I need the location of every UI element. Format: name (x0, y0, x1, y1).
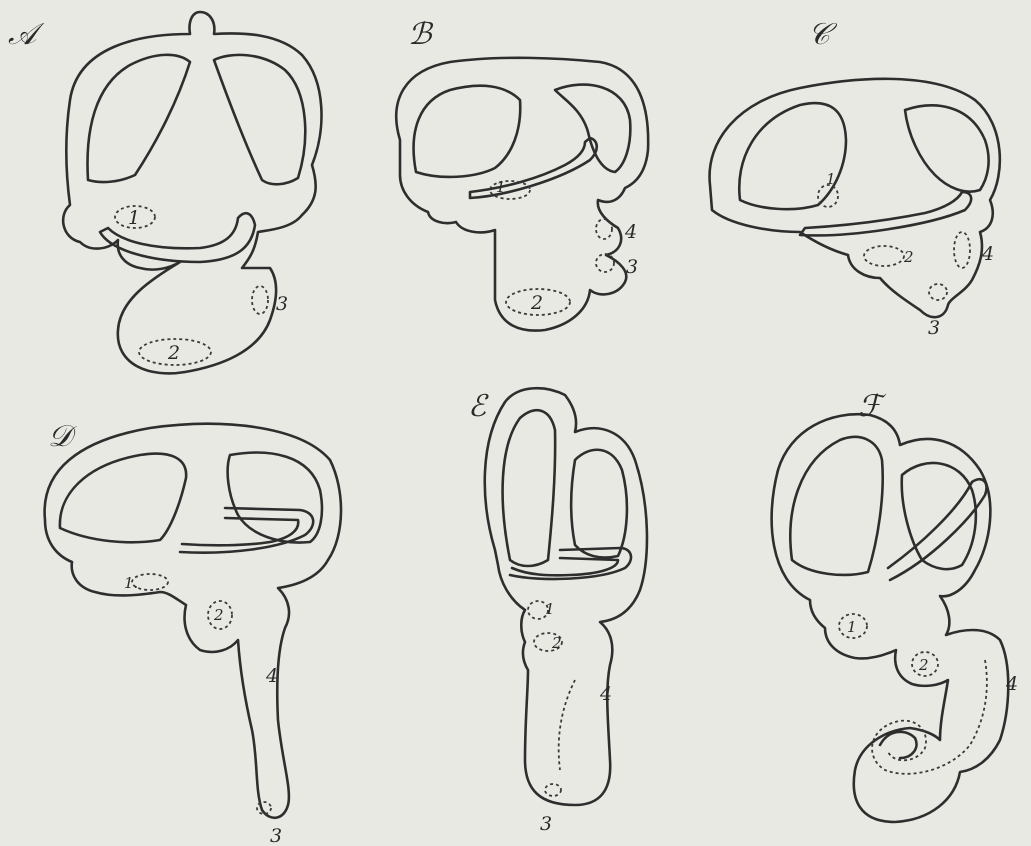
panel-c-label-3: 3 (928, 317, 940, 339)
panel-d: 𝒟 1. 2 4 3 (45, 419, 341, 846)
panel-d-outer-outline (45, 424, 341, 818)
panel-c-letter: 𝒞 (808, 17, 838, 52)
panel-a-left-canal-lumen (87, 55, 190, 182)
panel-b-spot-4 (596, 219, 612, 239)
panel-a: 𝒜 1 2 3 (8, 12, 321, 373)
panel-c-label-1: 1 (826, 170, 836, 188)
panel-e-horizontal-canal (510, 548, 631, 579)
panel-e-spot-3 (545, 784, 561, 796)
panel-b-spot-3 (596, 254, 614, 272)
panel-e-letter: ℰ (468, 389, 489, 424)
panel-d-label-3: 3 (270, 825, 282, 846)
panel-d-label-4: 4 (265, 665, 278, 687)
panel-e-label-2: 2 (551, 634, 562, 652)
panel-b-label-3: 3 (626, 256, 638, 278)
panel-e-right-canal-lumen (571, 450, 627, 558)
panel-e: ℰ 1 2 4 3 (468, 388, 647, 835)
panel-a-label-3: 3 (276, 293, 288, 315)
panel-a-spot-3 (252, 286, 268, 314)
panel-d-label-1: 1. (124, 574, 138, 592)
panel-a-outer-outline (63, 12, 321, 373)
panel-d-horizontal-canal (180, 508, 313, 553)
panel-c-spot-2 (864, 246, 904, 266)
panel-f-right-canal-lumen (902, 463, 976, 569)
panel-b-label-2: 2 (530, 292, 543, 314)
panel-e-label-4: 4 (599, 683, 612, 705)
panel-f: ℱ 1 2 4 (772, 389, 1018, 822)
panel-c: 𝒞 1 2 4 3 (710, 17, 1000, 339)
panel-f-outer-outline (772, 414, 1009, 822)
panel-b-label-4: 4 (624, 221, 637, 243)
panel-b: ℬ 1 2 4 3 (396, 17, 648, 331)
panel-c-label-4: 4 (981, 243, 994, 265)
panel-e-outer-outline (485, 388, 647, 805)
panel-a-right-canal-lumen (214, 55, 305, 184)
panel-f-cochlear-inner-coil (880, 732, 917, 758)
panel-f-label-2: 2 (918, 656, 929, 674)
panel-a-label-1: 1 (128, 207, 140, 229)
panel-d-right-canal-lumen (228, 453, 322, 543)
panel-a-letter: 𝒜 (8, 17, 45, 52)
panel-d-label-2: 2 (213, 606, 224, 624)
panel-a-label-2: 2 (167, 342, 180, 364)
panel-f-cochlear-coil-dots (872, 660, 987, 774)
panel-c-left-canal-lumen (739, 103, 846, 209)
panel-f-label-1: 1 (847, 618, 857, 636)
panel-c-spot-3 (929, 284, 947, 300)
panel-e-left-canal-lumen (503, 410, 556, 566)
panel-e-label-1: 1 (545, 600, 555, 618)
panel-f-label-4: 4 (1005, 673, 1018, 695)
panel-e-label-3: 3 (540, 813, 552, 835)
panel-b-left-canal-lumen (414, 86, 521, 177)
panel-c-label-2: 2 (903, 248, 914, 266)
panel-d-left-canal-lumen (60, 454, 186, 543)
panel-f-left-canal-lumen (790, 437, 882, 575)
panel-b-label-1: 1 (496, 178, 506, 196)
panel-b-horizontal-canal (470, 138, 597, 198)
panel-b-letter: ℬ (408, 17, 434, 52)
panel-c-right-canal-lumen (905, 105, 989, 191)
panel-c-spot-4 (954, 232, 970, 268)
panel-e-cochlear-duct-dots (559, 680, 575, 770)
panel-a-horizontal-canal (100, 213, 255, 262)
panel-d-letter: 𝒟 (48, 419, 77, 454)
